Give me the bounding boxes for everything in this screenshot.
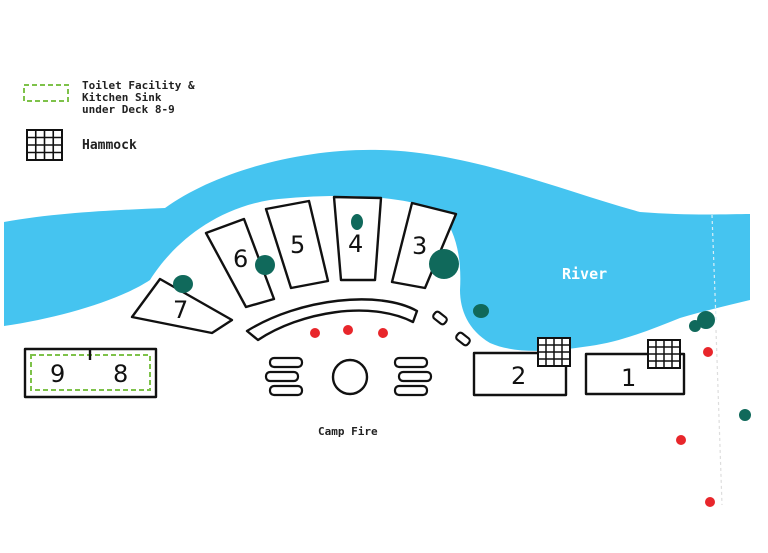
hammock-icon	[647, 339, 681, 369]
legend-toilet-line-3: under Deck 8-9	[82, 103, 175, 116]
red-light	[703, 347, 713, 357]
walkway	[432, 310, 471, 347]
deck-9-number: 9	[50, 360, 65, 388]
tree-icon	[697, 311, 715, 329]
deck-4-number: 4	[348, 230, 363, 258]
toilet-legend-icon	[23, 84, 69, 102]
deck-9-8: 9 8	[23, 347, 158, 399]
deck-8-number: 8	[113, 360, 128, 388]
deck-7: 7	[130, 277, 234, 335]
tree-icon	[739, 409, 751, 421]
campfire-icon	[331, 358, 369, 396]
curved-bench	[245, 298, 419, 342]
tree-icon	[473, 304, 489, 318]
red-light	[676, 435, 686, 445]
deck-5-number: 5	[290, 231, 305, 259]
hammock-icon	[537, 337, 571, 367]
river-label: River	[562, 265, 607, 283]
deck-6-number: 6	[233, 245, 248, 273]
deck-6: 6	[204, 217, 276, 309]
tree-icon	[255, 255, 275, 275]
legend: Toilet Facility & Kitchen Sink under Dec…	[23, 79, 195, 161]
legend-hammock-label: Hammock	[82, 138, 137, 153]
red-light	[310, 328, 320, 338]
red-light	[378, 328, 388, 338]
red-light	[705, 497, 715, 507]
tree-icon	[173, 275, 193, 293]
hammock-legend-icon	[26, 129, 63, 161]
legend-toilet-line-2: Kitchen Sink	[82, 91, 162, 104]
deck-3: 3	[390, 201, 458, 290]
right-benches	[393, 356, 433, 397]
deck-7-number: 7	[173, 296, 188, 324]
trees	[173, 214, 751, 421]
deck-1-number: 1	[621, 364, 636, 392]
tree-icon	[689, 320, 701, 332]
legend-toilet-line-1: Toilet Facility &	[82, 79, 195, 92]
deck-5: 5	[264, 199, 330, 290]
tree-icon	[429, 249, 459, 279]
boundary-line	[715, 329, 723, 506]
red-light	[343, 325, 353, 335]
tree-icon	[351, 214, 363, 230]
campfire-label: Camp Fire	[318, 425, 378, 438]
river	[4, 149, 750, 351]
deck-4: 4	[332, 195, 383, 282]
deck-2-number: 2	[511, 362, 526, 390]
left-benches	[264, 356, 304, 397]
deck-3-number: 3	[412, 232, 427, 260]
